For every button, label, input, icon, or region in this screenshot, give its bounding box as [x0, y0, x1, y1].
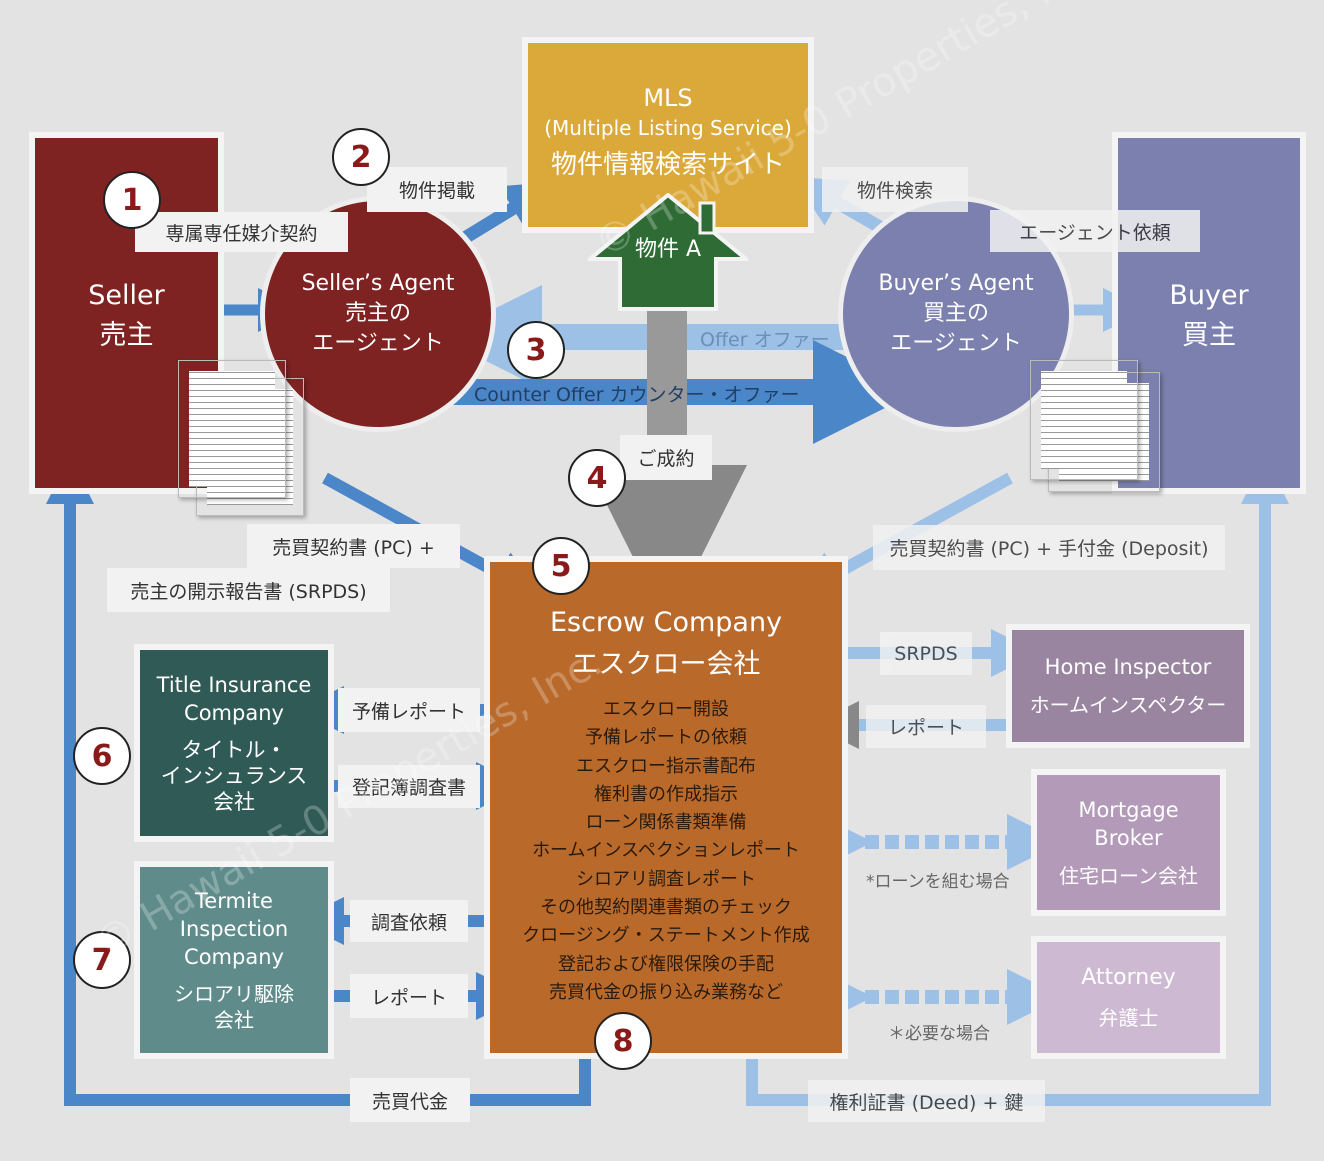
home-inspector-en: Home Inspector	[1044, 655, 1212, 679]
buyer-agent-jp2: エージェント	[890, 331, 1022, 356]
escrow-jp: エスクロー会社	[571, 649, 761, 680]
counter-offer-label: Counter Offer カウンター・オファー	[474, 384, 800, 406]
listing-label: 物件掲載	[367, 167, 507, 212]
escrow-task: その他契約関連書類のチェック	[539, 897, 792, 919]
seller-agent-en: Seller’s Agent	[301, 271, 455, 296]
mls-jp: 物件情報検索サイト	[550, 150, 785, 180]
title-en1: Title Insurance	[156, 673, 312, 697]
mls-title: MLS	[643, 84, 693, 112]
closing-label: ご成約	[620, 435, 712, 480]
pc-seller-label: 売買契約書 (PC) +	[247, 524, 460, 568]
property-label: 物件 A	[634, 237, 702, 262]
seller-jp: 売主	[99, 320, 154, 351]
attorney-jp: 弁護士	[1098, 1005, 1159, 1030]
srpds-label: SRPDS	[880, 632, 972, 675]
seller-en: Seller	[88, 280, 165, 311]
escrow-task: 売買代金の振り込み業務など	[548, 981, 783, 1003]
property-house-icon: 物件 A	[588, 193, 748, 311]
escrow-task: クロージング・ステートメント作成	[522, 925, 810, 947]
exclusive-contract-label: 専属専任媒介契約	[135, 212, 348, 252]
step-3-badge: 3	[507, 321, 565, 379]
escrow-task-list: エスクロー開設 予備レポートの依頼 エスクロー指示書配布 権利書の作成指示 ロー…	[522, 696, 810, 1007]
buyer-agent-jp1: 買主の	[922, 301, 989, 326]
offer-label: Offer オファー	[700, 329, 830, 351]
escrow-task: 予備レポートの依頼	[584, 727, 747, 749]
termite-en2: Inspection	[179, 917, 289, 941]
title-jp2: インシュランス	[160, 764, 308, 788]
escrow-box: Escrow Company エスクロー会社 エスクロー開設 予備レポートの依頼…	[484, 556, 848, 1059]
seller-document-icon	[178, 360, 286, 498]
mls-subtitle: (Multiple Listing Service)	[544, 116, 792, 140]
mortgage-en2: Broker	[1094, 825, 1163, 850]
escrow-task: ホームインスペクションレポート	[532, 840, 800, 862]
seller-agent-jp2: エージェント	[312, 331, 444, 356]
needed-note: ＊必要な場合	[888, 1024, 990, 1044]
seller-agent-jp1: 売主の	[344, 301, 411, 326]
mortgage-jp: 住宅ローン会社	[1059, 863, 1198, 888]
mortgage-box: Mortgage Broker 住宅ローン会社	[1031, 769, 1226, 916]
deed-keys-label: 権利証書 (Deed) + 鍵	[808, 1080, 1045, 1122]
buyer-en: Buyer	[1169, 280, 1249, 311]
step-4-badge: 4	[568, 449, 626, 507]
title-jp1: タイトル・	[181, 738, 287, 762]
buyer-document-icon	[1030, 360, 1138, 480]
attorney-box: Attorney 弁護士	[1031, 936, 1226, 1059]
step-1-badge: 1	[103, 171, 161, 229]
home-inspector-box: Home Inspector ホームインスペクター	[1006, 624, 1250, 748]
report-hi-label: レポート	[866, 705, 986, 748]
escrow-task: エスクロー指示書配布	[575, 755, 756, 777]
buyer-jp: 買主	[1182, 320, 1236, 351]
escrow-task: ローン関係書類準備	[585, 812, 747, 834]
prelim-report-label: 予備レポート	[338, 688, 480, 732]
mortgage-en1: Mortgage	[1078, 797, 1179, 822]
step-6-badge: 6	[73, 727, 131, 785]
step-5-badge: 5	[532, 537, 590, 595]
home-inspector-jp: ホームインスペクター	[1029, 693, 1227, 717]
termite-en1: Termite	[195, 889, 273, 913]
escrow-task: 登記および権限保険の手配	[557, 953, 774, 975]
termite-en3: Company	[184, 945, 284, 969]
title-en2: Company	[184, 701, 284, 725]
sale-proceeds-label: 売買代金	[350, 1078, 470, 1122]
title-insurance-box: Title Insurance Company タイトル・ インシュランス 会社	[134, 644, 334, 842]
agent-request-label: エージェント依頼	[990, 210, 1200, 252]
pc-buyer-label: 売買契約書 (PC) + 手付金 (Deposit)	[873, 525, 1225, 570]
escrow-en: Escrow Company	[549, 607, 783, 638]
step-8-badge: 8	[594, 1012, 652, 1070]
seller-box: Seller 売主	[29, 132, 224, 494]
title-search-label: 登記簿調査書	[338, 765, 480, 808]
seller-proceeds-arrow	[46, 456, 591, 1106]
step-2-badge: 2	[332, 128, 390, 186]
escrow-task: 権利書の作成指示	[593, 783, 738, 805]
termite-jp1: シロアリ駆除	[174, 982, 294, 1006]
report-termite-label: レポート	[350, 974, 468, 1018]
termite-box: Termite Inspection Company シロアリ駆除 会社	[134, 861, 334, 1059]
escrow-task: シロアリ調査レポート	[575, 868, 756, 890]
inspection-request-label: 調査依頼	[350, 900, 468, 942]
termite-jp2: 会社	[214, 1008, 254, 1032]
loan-note: *ローンを組む場合	[866, 872, 1010, 892]
attorney-en: Attorney	[1081, 964, 1176, 990]
srpds-seller-label: 売主の開示報告書 (SRPDS)	[107, 568, 390, 612]
search-label: 物件検索	[822, 167, 968, 212]
buyer-agent-en: Buyer’s Agent	[878, 271, 1034, 296]
escrow-task: エスクロー開設	[602, 699, 729, 720]
step-7-badge: 7	[73, 931, 131, 989]
title-jp3: 会社	[213, 790, 255, 814]
